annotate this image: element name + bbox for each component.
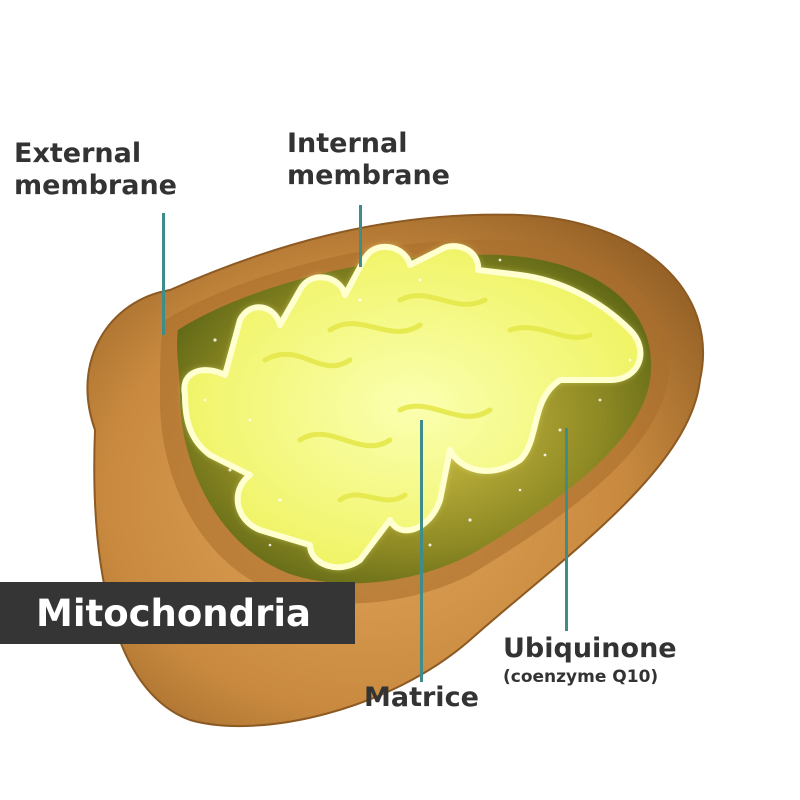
label-matrice: Matrice [364,682,479,713]
label-external-membrane: External membrane [14,138,177,203]
label-internal-membrane-line1: Internal [287,128,408,159]
particles [203,258,632,562]
cristae-folds [262,293,593,503]
label-external-membrane-line2: membrane [14,170,177,202]
label-ubiquinone-main: Ubiquinone [503,633,677,664]
label-external-membrane-line1: External [14,138,142,169]
leader-line-external [162,213,165,335]
label-internal-membrane-line2: membrane [287,160,450,192]
leader-line-internal [359,205,362,267]
label-ubiquinone: Ubiquinone (coenzyme Q10) [503,633,677,688]
label-internal-membrane: Internal membrane [287,128,450,193]
diagram-title: Mitochondria [36,591,312,635]
leader-line-matrice [420,420,423,682]
title-banner: Mitochondria [0,582,355,644]
leader-line-ubiquinone [565,428,568,631]
label-ubiquinone-sub: (coenzyme Q10) [503,667,659,688]
